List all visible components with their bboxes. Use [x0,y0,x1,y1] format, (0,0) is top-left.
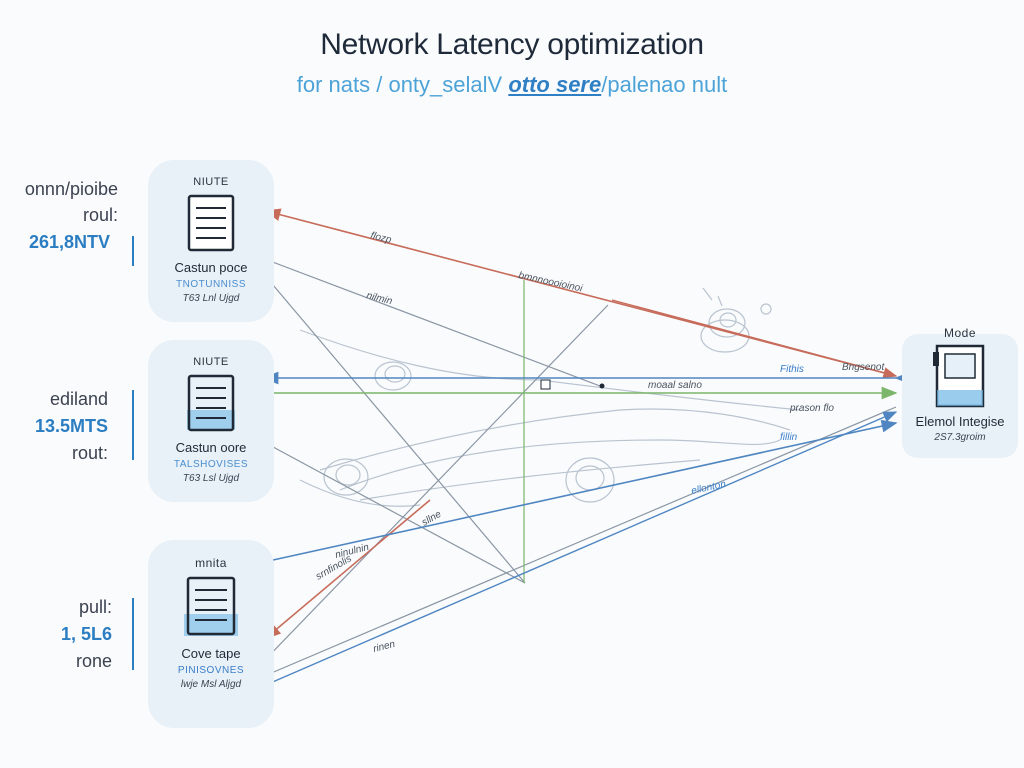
target-head: Mode [943,326,977,340]
node-card-2[interactable]: NIUTE Castun oore TALSHOVISES T63 Lsl Uj… [148,340,274,502]
page-title: Network Latency optimization [320,28,704,61]
metric-1-label: onnn/pioibe [24,179,118,199]
node-1-head: NIUTE [193,176,229,188]
edge-label-green-mid: moaal salno [648,380,702,391]
junction-square [540,379,551,390]
edge-red-lower [264,499,431,640]
metric-2-label3: rout: [71,443,108,463]
subtitle-post: /palenao nult [601,72,728,97]
node-2-sub: T63 Lsl Ujgd [182,473,240,484]
metric-3-label3: rone [75,651,112,671]
server-doc-icon [184,576,238,636]
server-terminal-icon [933,344,985,408]
node-1-sub: T63 Lnl Ujgd [182,293,240,304]
metric-2-bar [132,390,134,460]
grey-edges [252,257,897,678]
edge-label-diag1: nilmin [365,290,393,307]
node-3-sub: lwje Msl Aljgd [180,679,242,690]
subtitle-pre: for nats / onty_selalV [296,72,509,97]
edge-label-right: prason flo [789,403,834,414]
metric-3-label: pull: [78,597,112,617]
node-3-head: mnita [195,556,227,570]
node-card-1[interactable]: NIUTE Castun poce TNOTUNNISS T63 Lnl Ujg… [148,160,274,322]
node-2-name: Castun oore [175,440,247,455]
edge-label-bottom: rinen [372,639,397,655]
metric-3: pull: 1, 5L6 rone [10,594,134,674]
target-node-card[interactable]: Mode Elemol Integise 2S7.3groim [902,326,1018,458]
edge-blue-3 [267,411,898,685]
edge-label-lower-blue: ellonton [690,479,727,497]
edge-label-right2: fillin [780,432,798,443]
target-sub: 2S7.3groim [934,432,986,443]
server-doc-icon [187,374,235,432]
node-2-tag: TALSHOVISES [173,459,249,470]
metric-3-bar [132,598,134,670]
edge-label-arrow1b: Bngsenot [842,362,885,373]
node-1-name: Castun poce [174,260,248,275]
edge-label-mid: bmnnoooioinoi [517,270,584,294]
subtitle-highlight: otto sere [508,72,602,97]
node-3-name: Cove tape [181,646,241,661]
node-1-tag: TNOTUNNISS [176,279,246,290]
server-doc-icon [187,194,235,252]
metric-3-value: 1, 5L6 [60,624,112,644]
metric-1-label2: roul: [82,205,118,225]
metric-2: ediland 13.5MTS rout: [10,386,134,466]
metric-2-label: ediland [49,389,108,409]
edge-blue-2 [263,419,898,563]
metric-1-value: 261,8NTV [28,232,110,252]
junction-dot [599,383,605,389]
metric-2-value: 13.5MTS [34,416,108,436]
edge-red-top-out [611,299,898,379]
node-3-tag: PINISOVNES [177,665,245,676]
target-name: Elemol Integise [915,414,1005,429]
edge-label-arrow1: Fithis [780,364,804,375]
sketch-decoration [299,287,801,507]
metric-1-bar [132,236,134,266]
page-subtitle: for nats / onty_selalV otto sere/palenao… [0,72,1024,98]
metric-1: onnn/pioibe roul: 261,8NTV [10,176,134,266]
node-card-3[interactable]: mnita Cove tape PINISOVNES lwje Msl Aljg… [148,540,274,728]
edge-label-top-red: flozp [369,230,393,246]
node-2-head: NIUTE [193,356,229,368]
